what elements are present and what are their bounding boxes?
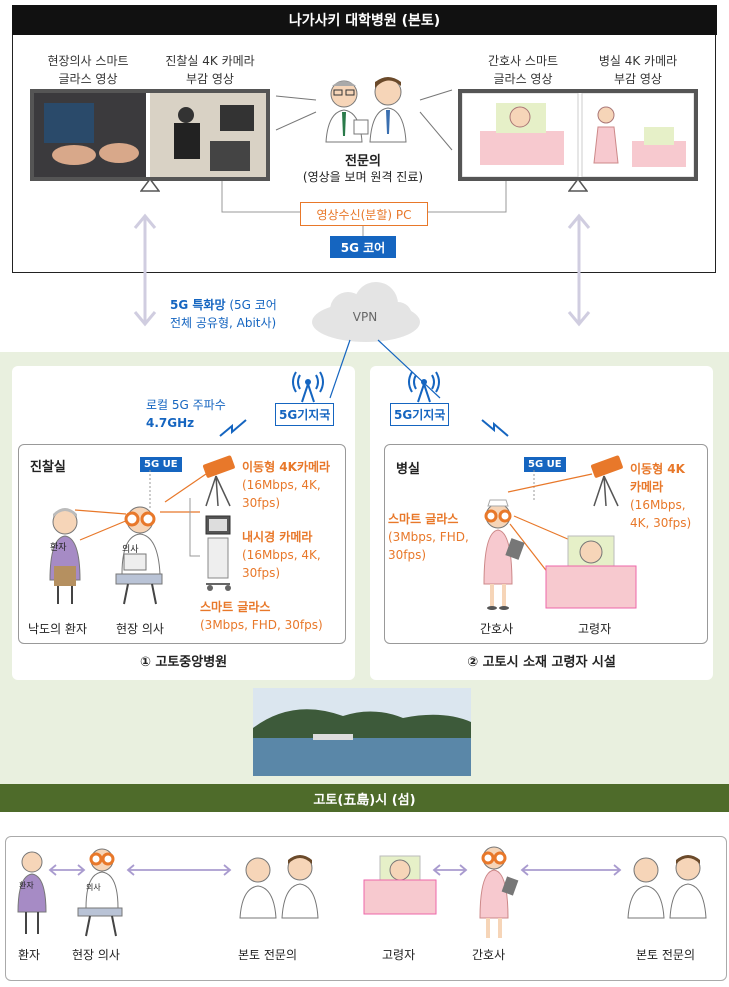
network-desc-2: 전체 공유형, Abit사) — [170, 316, 277, 330]
patient-figure-icon — [49, 508, 81, 604]
site1-title: ① 고토중앙병원 — [139, 655, 228, 670]
elderly-in-bed-icon — [545, 535, 637, 609]
local-frequency-value: 4.7GHz — [146, 416, 195, 430]
site1-glass-info: 스마트 글라스 (3Mbps, FHD, 30fps) — [200, 598, 340, 634]
summary-specialists-icon-2 — [627, 855, 707, 919]
summary-patient-label: 환자 — [18, 948, 41, 962]
summary-specialists-icon-1 — [239, 855, 319, 919]
mobile-4k-camera-icon-2 — [591, 455, 623, 507]
site1-camera-spec: (16Mbps, 4K, 30fps) — [242, 478, 321, 510]
island-patient-label: 낙도의 환자 — [28, 622, 88, 636]
summary-arrows — [48, 864, 622, 876]
island-photo — [253, 688, 471, 776]
site2-camera-spec: (16Mbps, 4K, 30fps) — [630, 498, 692, 530]
site2-title: ② 고토시 소재 고령자 시설 — [467, 655, 616, 670]
site2-camera-info: 이동형 4K 카메라 (16Mbps, 4K, 30fps) — [630, 460, 706, 532]
doctor-with-glasses-icon — [115, 506, 163, 605]
receiver-pc-box: 영상수신(분할) PC — [300, 202, 428, 226]
summary-nurse-icon — [479, 846, 519, 938]
ward-room-box — [384, 444, 708, 644]
network-title: 5G 특화망 — [170, 298, 226, 312]
endoscope-info: 내시경 카메라 (16Mbps, 4K, 30fps) — [242, 528, 346, 582]
summary-specialist-label-2: 본토 전문의 — [636, 948, 696, 962]
base-station-icon-1 — [292, 371, 324, 403]
elder-label: 고령자 — [578, 622, 612, 636]
patient-tag: 환자 — [50, 543, 67, 553]
base-station-label-1: 5G기지국 — [275, 403, 335, 426]
right-monitor — [458, 89, 698, 181]
doctor-tag: 의사 — [122, 545, 139, 555]
5g-core-box: 5G 코어 — [330, 236, 396, 258]
site2-ue-badge: 5G UE — [524, 457, 566, 472]
summary-elder-icon — [363, 855, 437, 915]
caption-nurse-glass: 간호사 스마트 글라스 영상 — [487, 54, 559, 86]
left-double-arrow-icon — [133, 213, 157, 327]
vpn-links — [329, 339, 441, 399]
specialist-subtitle: (영상을 보며 원격 진료) — [302, 170, 424, 184]
ward-room-label: 병실 — [396, 462, 420, 477]
local-frequency-label: 로컬 5G 주파수 — [146, 398, 226, 412]
exam-room-label: 진찰실 — [30, 460, 66, 475]
left-monitor-video — [34, 93, 266, 177]
site1-ue-badge: 5G UE — [140, 457, 182, 472]
mobile-4k-camera-icon-1 — [203, 455, 235, 507]
base-station-label-2: 5G기지국 — [390, 403, 450, 426]
site1-connector-lines — [74, 470, 207, 557]
right-double-arrow-icon — [567, 213, 591, 327]
site2-connector-lines — [507, 470, 593, 579]
vpn-cloud-icon — [312, 282, 420, 342]
caption-doctor-glass: 현장의사 스마트 글라스 영상 — [47, 54, 129, 86]
summary-specialist-label-1: 본토 전문의 — [238, 948, 298, 962]
summary-doctor-icon — [77, 848, 123, 937]
summary-elder-label: 고령자 — [382, 948, 416, 962]
endoscope-name: 내시경 카메라 — [242, 530, 313, 544]
endoscope-spec: (16Mbps, 4K, 30fps) — [242, 548, 321, 580]
right-monitor-stand-icon — [568, 178, 588, 192]
site2-glass-name: 스마트 글라스 — [388, 512, 459, 526]
site2-camera-name: 이동형 4K 카메라 — [630, 462, 685, 494]
nurse-label: 간호사 — [480, 622, 514, 636]
network-description: 5G 특화망 (5G 코어 전체 공유형, Abit사) — [170, 296, 310, 332]
field-doctor-label: 현장 의사 — [116, 622, 164, 636]
summary-doctor-tag: 의사 — [86, 883, 101, 892]
site1-camera-name: 이동형 4K카메라 — [242, 460, 331, 474]
left-monitor — [30, 89, 270, 181]
network-desc-1: (5G 코어 — [225, 298, 277, 312]
caption-exam-camera: 진찰실 4K 카메라 부감 영상 — [165, 54, 255, 86]
wireless-bolt-icon-2 — [481, 419, 509, 437]
left-monitor-stand-icon — [140, 178, 160, 192]
specialist-title: 전문의 — [345, 154, 381, 169]
hospital-title: 나가사키 대학병원 (본토) — [12, 5, 717, 35]
summary-patient-icon — [17, 851, 47, 934]
right-monitor-video — [461, 92, 695, 178]
site2-glass-spec: (3Mbps, FHD, 30fps) — [388, 530, 469, 562]
vpn-label: VPN — [352, 310, 378, 324]
island-label-bar: 고토(五島)시 (섬) — [0, 784, 729, 812]
site1-camera-info: 이동형 4K카메라 (16Mbps, 4K, 30fps) — [242, 458, 346, 512]
caption-ward-camera: 병실 4K 카메라 부감 영상 — [598, 54, 678, 86]
specialists-icon — [325, 77, 407, 143]
site1-glass-spec: (3Mbps, FHD, 30fps) — [200, 618, 323, 632]
nurse-figure-icon — [483, 499, 525, 610]
summary-nurse-label: 간호사 — [472, 948, 506, 962]
site2-glass-info: 스마트 글라스 (3Mbps, FHD, 30fps) — [388, 510, 478, 564]
summary-panel — [5, 836, 727, 981]
summary-patient-tag: 환자 — [19, 881, 34, 890]
site1-glass-name: 스마트 글라스 — [200, 600, 271, 614]
summary-doctor-label: 현장 의사 — [72, 948, 120, 962]
wireless-bolt-icon-1 — [219, 419, 247, 437]
endoscope-icon — [205, 515, 231, 591]
hospital-connector-lines — [221, 89, 507, 236]
base-station-icon-2 — [408, 371, 440, 403]
